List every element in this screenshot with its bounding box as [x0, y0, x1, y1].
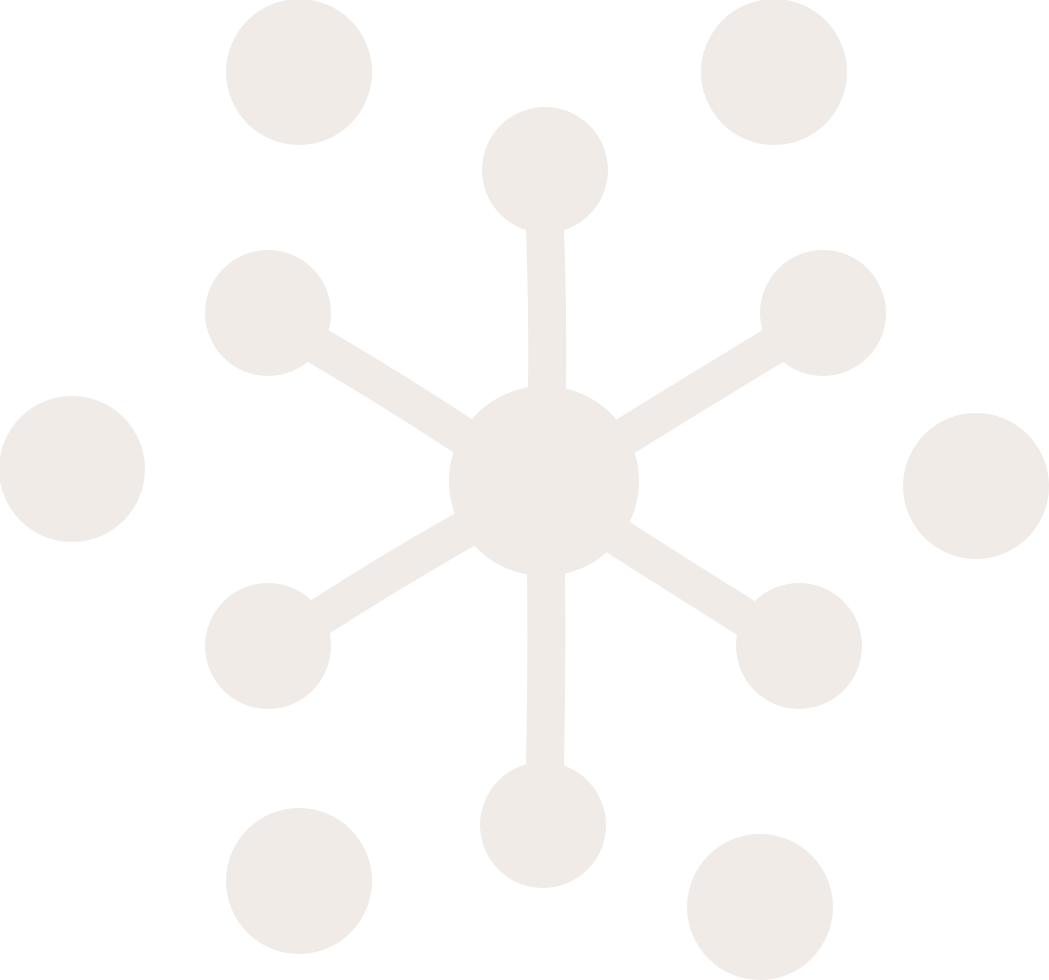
satellite-dot-bottom-right — [687, 834, 833, 980]
spoke-line-5 — [599, 518, 765, 637]
satellite-dot-top-right — [701, 0, 847, 145]
spoke-node-top-left — [205, 250, 331, 376]
spoke-line-3 — [607, 327, 792, 455]
satellite-dot-bottom-left — [226, 808, 372, 954]
spoke-line-6 — [526, 554, 566, 784]
spoke-node-bottom — [480, 762, 606, 888]
spoke-node-top — [482, 107, 608, 233]
spoke-line-4 — [301, 511, 483, 636]
satellite-dot-top-left — [226, 0, 372, 145]
spoke-node-bottom-right — [736, 583, 862, 709]
hub-node — [449, 386, 639, 576]
spoke-line-2 — [299, 327, 482, 455]
spokes — [299, 212, 792, 784]
spoke-node-bottom-left — [205, 583, 331, 709]
satellite-dot-right — [903, 413, 1049, 559]
satellite-dot-left — [0, 396, 145, 542]
spoke-node-top-right — [760, 250, 886, 376]
spoke-line-1 — [526, 212, 567, 408]
